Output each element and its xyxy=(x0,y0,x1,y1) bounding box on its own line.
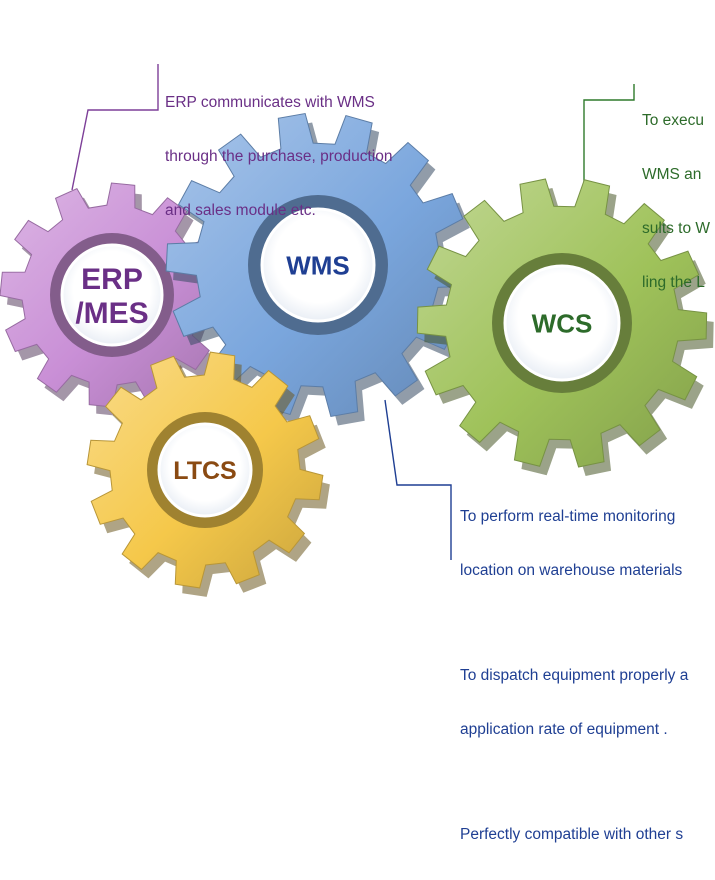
wms-description-line: To perform real-time monitoring xyxy=(460,508,676,525)
erp-gear-label: ERP xyxy=(81,263,143,296)
wcs-description-line: ling the L xyxy=(642,274,705,291)
wcs-description: To execu WMS an sults to W ling the L xyxy=(642,76,710,328)
erp-description: ERP communicates with WMS through the pu… xyxy=(165,58,393,256)
wcs-description-line: WMS an xyxy=(642,166,702,183)
wms-gear-label: WMS xyxy=(286,250,350,280)
wms-description: To perform real-time monitoring location… xyxy=(460,472,688,880)
erp-description-line: ERP communicates with WMS xyxy=(165,94,375,111)
erp-gear-label: /MES xyxy=(75,297,148,330)
erp-gear-hub xyxy=(60,243,164,347)
erp-description-line: and sales module etc. xyxy=(165,202,316,219)
wcs-callout-line xyxy=(583,84,635,190)
wms-description-line: location on warehouse materials xyxy=(460,562,683,579)
ltcs-gear-hub xyxy=(157,422,253,518)
wcs-description-line: sults to W xyxy=(642,220,711,237)
wcs-description-line: To execu xyxy=(642,112,705,129)
gears-diagram: ERP/MES WMS LTCS WCS xyxy=(0,64,714,597)
ltcs-gear: LTCS xyxy=(86,351,330,597)
erp-callout-line xyxy=(71,64,159,191)
wms-gear: WMS xyxy=(165,112,477,426)
wms-description-line: To dispatch equipment properly a xyxy=(460,667,689,684)
wms-description-line: Perfectly compatible with other s xyxy=(460,826,684,843)
wms-gear-hub xyxy=(260,207,376,323)
erp-description-line: through the purchase, production xyxy=(165,148,393,165)
wcs-gear-hub xyxy=(503,264,621,382)
wcs-gear: WCS xyxy=(416,178,714,477)
wms-callout-line xyxy=(384,399,452,560)
ltcs-gear-label: LTCS xyxy=(173,457,236,485)
wcs-gear-label: WCS xyxy=(532,308,593,338)
diagram-canvas: ERP/MES WMS LTCS WCS ERP communicates wi… xyxy=(0,58,714,843)
wms-description-line: application rate of equipment . xyxy=(460,721,668,738)
